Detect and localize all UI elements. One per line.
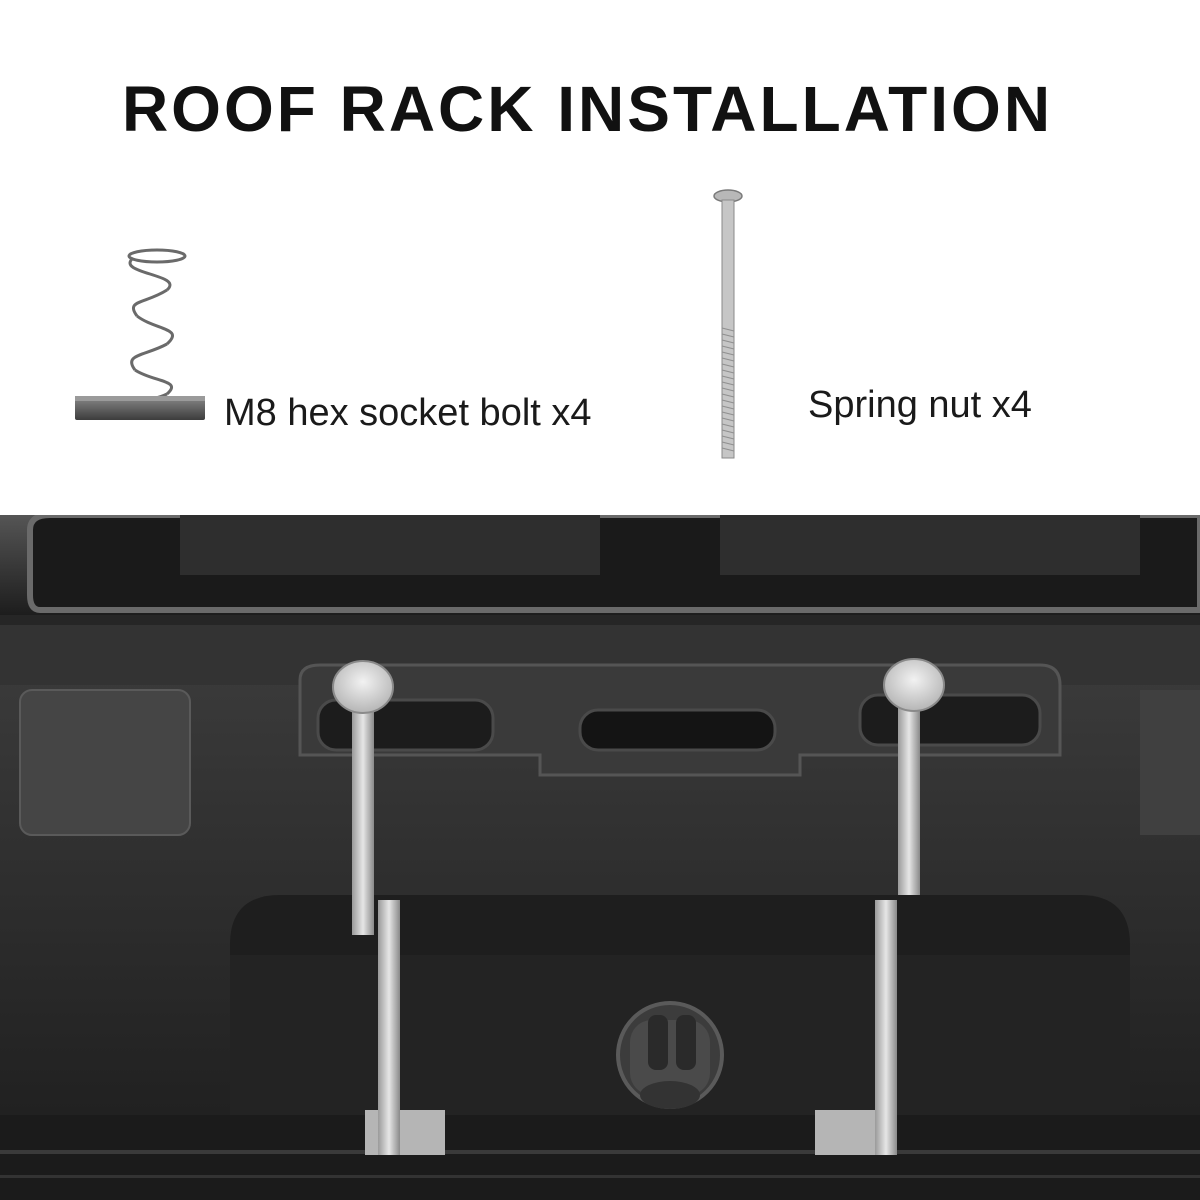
spring-nut-label: M8 hex socket bolt x4 [224, 392, 592, 434]
parts-section: M8 hex socket bolt x4 Spring nut x4 [0, 180, 1200, 500]
bolt-label: Spring nut x4 [808, 384, 1032, 426]
page-title: ROOF RACK INSTALLATION [121, 73, 1054, 145]
installation-photo [0, 515, 1200, 1200]
spring-nut-icon [75, 244, 210, 420]
hex-socket-bolt-icon [712, 188, 744, 648]
